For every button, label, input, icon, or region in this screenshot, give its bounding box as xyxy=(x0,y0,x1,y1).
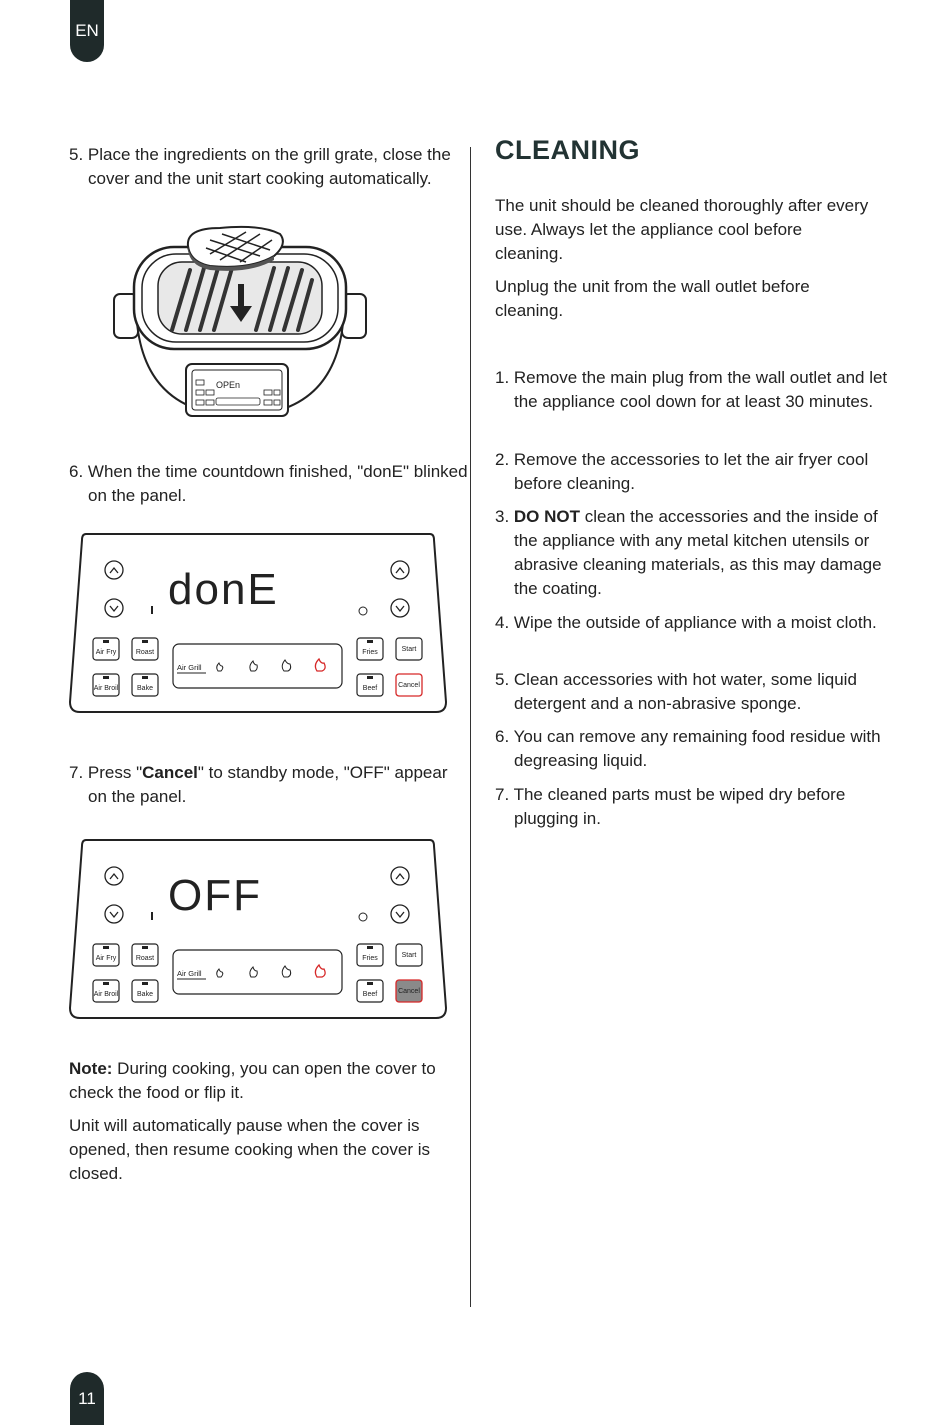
cleaning-step-4: 4. Wipe the outside of appliance with a … xyxy=(495,613,877,632)
flame-level-1-icon xyxy=(216,662,224,672)
control-panel-done: donE Air Fry Roast Air Broil Bake Fries … xyxy=(68,533,448,713)
cleaning-step-3-text: clean the accessories and the inside of … xyxy=(514,507,882,598)
air-broil-label: Air Broil xyxy=(94,685,119,692)
unit-display-text: OPEn xyxy=(216,380,240,390)
step-6-text: 6. When the time countdown finished, "do… xyxy=(69,462,468,505)
fries-button[interactable] xyxy=(356,637,384,661)
bake-button[interactable] xyxy=(131,673,159,697)
cancel-button-pressed[interactable] xyxy=(395,979,423,1003)
flame-level-4-icon xyxy=(314,657,326,672)
time-down-button[interactable] xyxy=(390,904,410,924)
beef-button[interactable] xyxy=(356,979,384,1003)
cleaning-intro-1: The unit should be cleaned thoroughly af… xyxy=(495,196,869,263)
language-tab: EN xyxy=(70,0,104,62)
page-number-tab: 11 xyxy=(70,1372,104,1425)
note-label: Note: xyxy=(69,1059,113,1078)
beef-button[interactable] xyxy=(356,673,384,697)
step-7-text: 7. Press "Cancel" to standby mode, "OFF"… xyxy=(69,761,468,809)
roast-button[interactable] xyxy=(131,637,159,661)
flame-level-2-icon xyxy=(249,966,258,978)
cleaning-heading: CLEANING xyxy=(495,135,640,165)
roast-label: Roast xyxy=(136,649,154,656)
language-label: EN xyxy=(75,21,99,40)
clock-icon xyxy=(358,606,368,616)
step-7-prefix: 7. Press " xyxy=(69,763,143,782)
pause-note-paragraph: Unit will automatically pause when the c… xyxy=(69,1116,431,1183)
roast-button[interactable] xyxy=(131,943,159,967)
step-5-text: 5. Place the ingredients on the grill gr… xyxy=(69,145,451,188)
fries-button[interactable] xyxy=(356,943,384,967)
air-fry-label: Air Fry xyxy=(96,649,117,656)
page-number: 11 xyxy=(78,1388,96,1408)
time-up-button[interactable] xyxy=(390,866,410,886)
column-divider xyxy=(470,147,471,1307)
time-down-button[interactable] xyxy=(390,598,410,618)
bake-label: Bake xyxy=(137,991,153,998)
temp-down-button[interactable] xyxy=(104,904,124,924)
cleaning-step-3-prefix: 3. xyxy=(495,507,514,526)
temp-up-button[interactable] xyxy=(104,866,124,886)
cleaning-step-7: 7. The cleaned parts must be wiped dry b… xyxy=(495,785,846,828)
air-grill-label: Air Grill xyxy=(177,969,202,978)
cleaning-step-3-bold: DO NOT xyxy=(513,507,581,526)
beef-label: Beef xyxy=(363,685,377,692)
cleaning-step-2: 2. Remove the accessories to let the air… xyxy=(495,450,869,493)
start-label: Start xyxy=(402,952,417,959)
flame-level-1-icon xyxy=(216,968,224,978)
display-readout: OFF xyxy=(168,871,262,920)
time-up-button[interactable] xyxy=(390,560,410,580)
cleaning-step-5: 5. Clean accessories with hot water, som… xyxy=(495,670,857,713)
cleaning-step-3: 3. DO NOT clean the accessories and the … xyxy=(495,505,889,601)
bake-button[interactable] xyxy=(131,979,159,1003)
start-button[interactable] xyxy=(395,943,423,967)
start-button[interactable] xyxy=(395,637,423,661)
note-text: During cooking, you can open the cover t… xyxy=(69,1059,436,1102)
flame-level-3-icon xyxy=(281,965,292,978)
cleaning-step-6: 6. You can remove any remaining food res… xyxy=(495,727,881,770)
air-fry-button[interactable] xyxy=(92,943,120,967)
note-paragraph: Note: During cooking, you can open the c… xyxy=(69,1057,449,1105)
clock-icon xyxy=(358,912,368,922)
roast-label: Roast xyxy=(136,955,154,962)
step-7-bold: Cancel xyxy=(142,763,198,782)
air-broil-button[interactable] xyxy=(92,673,120,697)
air-fry-label: Air Fry xyxy=(96,955,117,962)
cancel-label: Cancel xyxy=(398,682,420,689)
fries-label: Fries xyxy=(362,955,378,962)
temp-down-button[interactable] xyxy=(104,598,124,618)
control-panel-off: OFF Air Fry Roast Air Broil Bake Fries S… xyxy=(68,839,448,1019)
display-readout: donE xyxy=(168,565,279,614)
flame-level-2-icon xyxy=(249,660,258,672)
bake-label: Bake xyxy=(137,685,153,692)
start-label: Start xyxy=(402,646,417,653)
step-7-suffix: " to standby mode, "OFF" appear on the p… xyxy=(88,763,448,806)
air-fry-button[interactable] xyxy=(92,637,120,661)
flame-level-4-icon xyxy=(314,963,326,978)
air-grill-label: Air Grill xyxy=(177,663,202,672)
cancel-label: Cancel xyxy=(398,988,420,995)
cleaning-step-1: 1. Remove the main plug from the wall ou… xyxy=(495,368,888,411)
cleaning-intro-2: Unplug the unit from the wall outlet bef… xyxy=(495,277,810,320)
cancel-button[interactable] xyxy=(395,673,423,697)
air-broil-button[interactable] xyxy=(92,979,120,1003)
beef-label: Beef xyxy=(363,991,377,998)
flame-level-3-icon xyxy=(281,659,292,672)
air-broil-label: Air Broil xyxy=(94,991,119,998)
temp-up-button[interactable] xyxy=(104,560,124,580)
grill-unit-illustration: OPEn xyxy=(113,225,367,418)
fries-label: Fries xyxy=(362,649,378,656)
